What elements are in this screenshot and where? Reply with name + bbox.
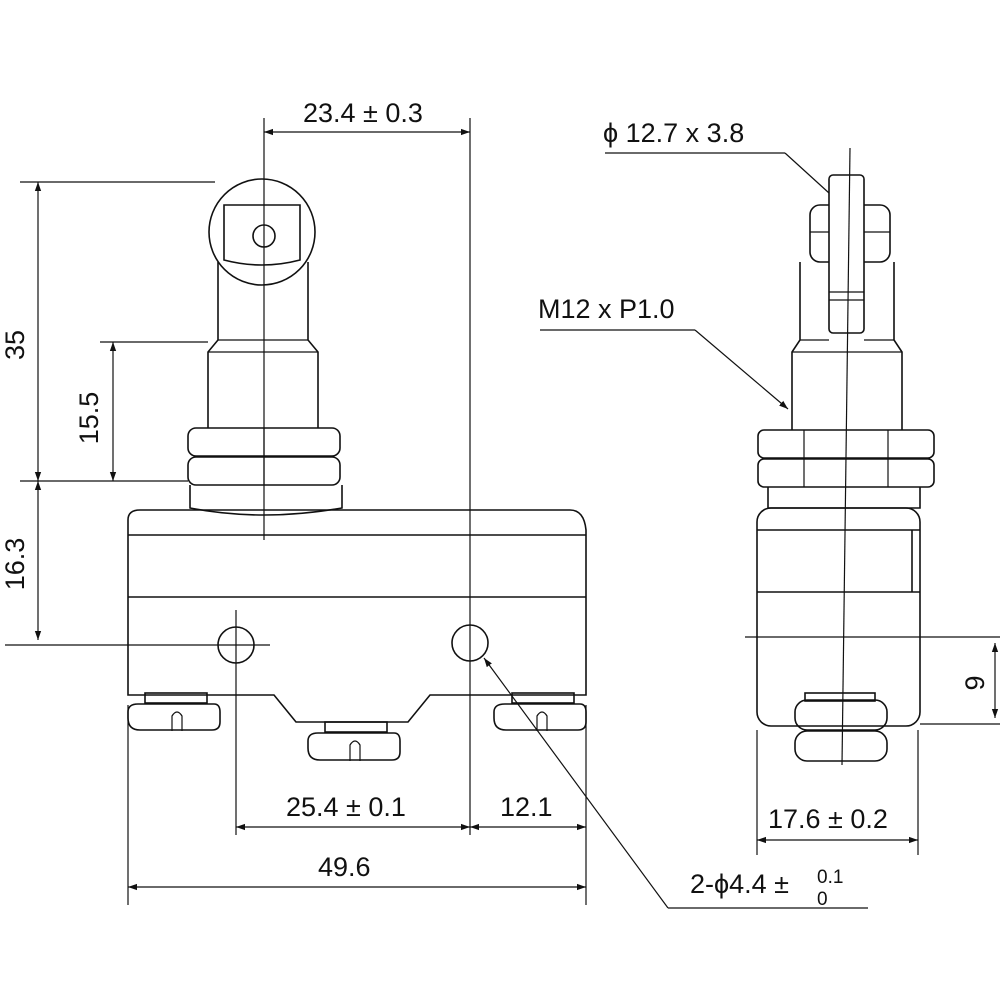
label-side-hole-height: 9 (960, 675, 990, 690)
label-height-plunger: 15.5 (74, 392, 104, 445)
side-terminal-lower (794, 730, 888, 762)
side-terminal-upper (794, 699, 888, 731)
side-view (540, 147, 1000, 855)
side-roller-wheel (828, 174, 865, 334)
plunger-shaft-left (207, 262, 219, 428)
label-holes-prefix: 2-ϕ4.4 ± (690, 869, 789, 899)
label-body-width: 49.6 (318, 852, 371, 882)
label-height-total: 35 (0, 330, 30, 360)
label-roller-offset: 23.4 ± 0.3 (303, 98, 423, 128)
label-thread: M12 x P1.0 (538, 294, 675, 324)
side-body (756, 507, 921, 727)
label-holes-tol-upper: 0.1 (817, 867, 843, 888)
roller-bracket (223, 204, 301, 266)
label-roller-size: ϕ 12.7 x 3.8 (603, 118, 744, 148)
label-hole-edge: 12.1 (500, 792, 553, 822)
front-view (5, 118, 868, 909)
leader-roller (784, 152, 830, 194)
terminal-screw-left (127, 692, 221, 731)
terminal-screw-center (307, 721, 401, 761)
roller-wheel (208, 178, 316, 286)
terminal-screw-right (493, 692, 587, 731)
label-holes-tol-lower: 0 (817, 889, 828, 910)
leader-thread (694, 329, 789, 410)
leader-mounting-hole (483, 657, 669, 909)
label-hole-spacing: 25.4 ± 0.1 (286, 792, 406, 822)
plunger-shaft-right (307, 262, 319, 428)
switch-body (127, 509, 587, 723)
label-side-width: 17.6 ± 0.2 (768, 804, 888, 834)
label-height-body: 16.3 (0, 538, 30, 591)
